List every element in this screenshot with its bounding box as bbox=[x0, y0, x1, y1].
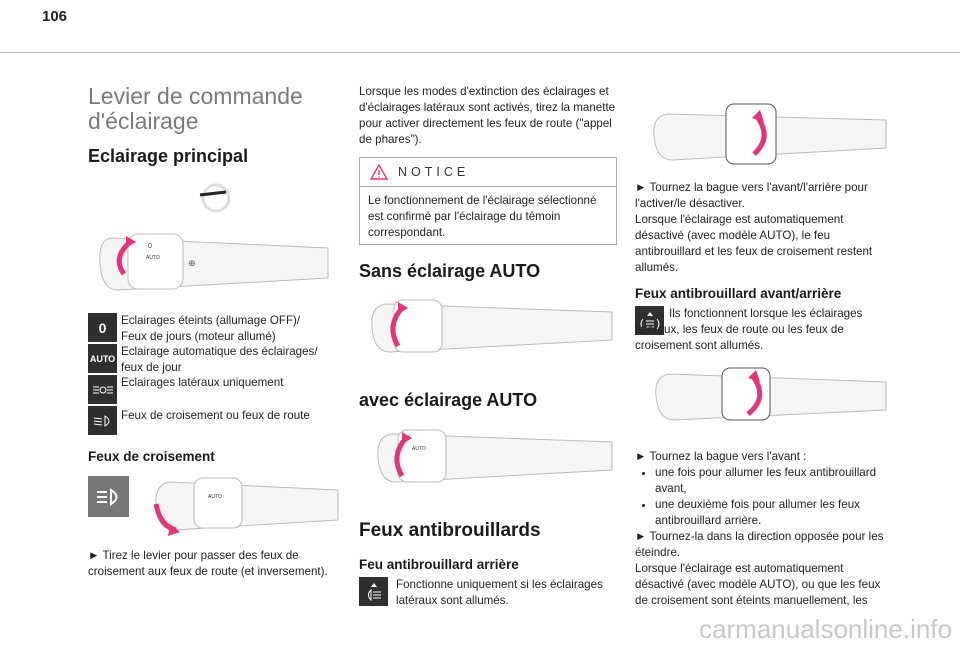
intro-text: Lorsque les modes d'extinction des éclai… bbox=[359, 85, 616, 146]
svg-text:0: 0 bbox=[148, 243, 152, 250]
svg-text:AUTO: AUTO bbox=[412, 446, 426, 452]
mode-row-side: Eclairages latéraux uniquement bbox=[88, 375, 331, 404]
mode-text-dipped: Feux de croisement ou feux de route bbox=[121, 409, 310, 422]
croisement-text: ► Tirez le levier pour passer des feux d… bbox=[88, 549, 328, 578]
fog-bullet-1: une fois pour allumer les feux antibroui… bbox=[655, 465, 890, 497]
side-lights-icon bbox=[88, 375, 117, 404]
watermark: carmanualsonline.info bbox=[699, 614, 952, 644]
mode-row-dipped: Feux de croisement ou feux de route bbox=[88, 406, 331, 435]
dipped-beam-icon bbox=[88, 406, 117, 435]
rear-fog-text: Fonctionne uniquement si les éclairages … bbox=[396, 578, 603, 607]
header-divider bbox=[0, 52, 960, 53]
mode-row-auto: AUTO Eclairage automatique des éclairage… bbox=[88, 344, 331, 376]
page-title: Levier de commande d'éclairage bbox=[88, 83, 303, 134]
svg-text:⊕: ⊕ bbox=[188, 258, 196, 268]
svg-text:AUTO: AUTO bbox=[146, 255, 160, 261]
lever-illustration-sans-auto bbox=[371, 299, 613, 353]
mode-text-side: Eclairages latéraux uniquement bbox=[121, 376, 284, 389]
svg-text:AUTO: AUTO bbox=[208, 494, 222, 500]
rear-fog-row: Fonctionne uniquement si les éclairages … bbox=[359, 577, 616, 609]
mode-text-off: Eclairages éteints (allumage OFF)/ Feux … bbox=[121, 314, 301, 343]
fog-bullets: une fois pour allumer les feux antibroui… bbox=[635, 465, 890, 529]
warning-triangle-icon bbox=[370, 164, 388, 180]
section-feux-croisement: Feux de croisement bbox=[88, 449, 215, 464]
section-sans-auto: Sans éclairage AUTO bbox=[359, 261, 541, 281]
fog-ring-text: ► Tournez la bague vers l'avant/l'arrièr… bbox=[635, 181, 873, 274]
notice-label: NOTICE bbox=[398, 165, 470, 179]
front-rear-fog-icon bbox=[635, 306, 664, 335]
off-icon: 0 bbox=[88, 313, 117, 342]
lever-illustration-main: 0 AUTO ⊕ bbox=[99, 233, 329, 291]
page-number: 106 bbox=[42, 8, 68, 25]
high-beam-icon bbox=[88, 476, 129, 517]
section-eclairage-principal: Eclairage principal bbox=[88, 146, 249, 166]
fog-bullet-2: une deuxième fois pour allumer les feux … bbox=[655, 497, 890, 529]
auto-icon: AUTO bbox=[88, 344, 117, 373]
front-rear-fog-text: Ils fonctionnent lorsque les éclairages … bbox=[635, 307, 863, 352]
mode-text-auto: Eclairage automatique des éclairages/ fe… bbox=[121, 345, 318, 374]
notice-box: NOTICE Le fonctionnement de l'éclairage … bbox=[359, 157, 617, 245]
section-antibrouillard-arriere: Feu antibrouillard arrière bbox=[359, 557, 519, 572]
lever-illustration-fog-ring bbox=[653, 103, 887, 165]
notice-text: Le fonctionnement de l'éclairage sélecti… bbox=[368, 194, 597, 239]
section-antibrouillard-avant-arriere: Feux antibrouillard avant/arrière bbox=[635, 286, 842, 301]
section-feux-antibrouillards: Feux antibrouillards bbox=[359, 520, 541, 541]
fog-front-instructions: ► Tournez la bague vers l'avant : une fo… bbox=[635, 449, 890, 609]
lever-illustration-fog-front bbox=[655, 367, 887, 421]
lever-illustration-avec-auto: AUTO bbox=[377, 429, 613, 483]
rear-fog-icon bbox=[359, 577, 388, 606]
section-avec-auto: avec éclairage AUTO bbox=[359, 390, 538, 410]
lever-illustration-croisement: AUTO bbox=[153, 477, 339, 536]
steering-wheel-icon bbox=[199, 183, 231, 213]
mode-row-off: 0 Eclairages éteints (allumage OFF)/ Feu… bbox=[88, 313, 326, 345]
notice-header: NOTICE bbox=[360, 158, 616, 187]
